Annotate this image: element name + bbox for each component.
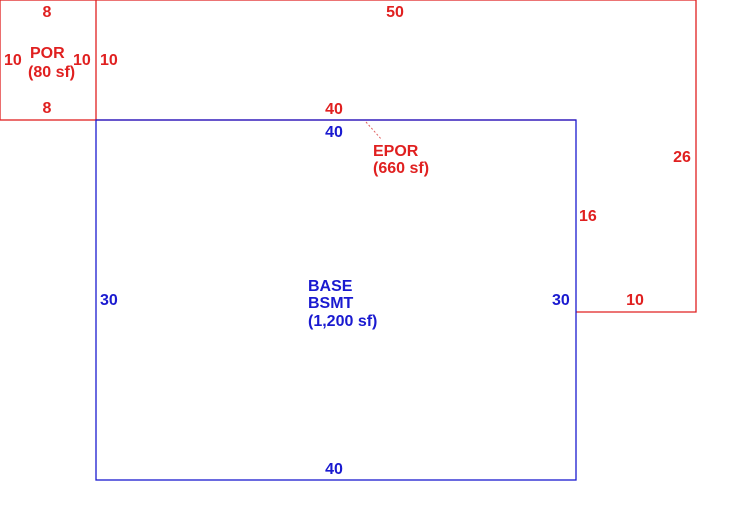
base-left-dimension: 30 bbox=[100, 292, 118, 309]
por-left-dimension: 10 bbox=[4, 52, 22, 69]
base-area-label: (1,200 sf) bbox=[308, 313, 377, 330]
por-area-label: (80 sf) bbox=[28, 64, 75, 81]
epor-outline[interactable] bbox=[96, 0, 697, 313]
base-bottom-dimension: 40 bbox=[325, 461, 343, 478]
epor-inner-top-dimension: 40 bbox=[325, 101, 343, 118]
por-code-label: POR bbox=[30, 45, 65, 62]
base-top-dimension: 40 bbox=[325, 124, 343, 141]
por-right-dimension: 10 bbox=[73, 52, 91, 69]
por-bottom-dimension: 8 bbox=[43, 100, 52, 117]
por-top-dimension: 8 bbox=[43, 4, 52, 21]
epor-right-dimension: 26 bbox=[673, 149, 691, 166]
epor-area-label: (660 sf) bbox=[373, 160, 429, 177]
epor-bottom-run-dimension: 10 bbox=[626, 292, 644, 309]
base-right-dimension: 30 bbox=[552, 292, 570, 309]
epor-inner-right-dimension: 16 bbox=[579, 208, 597, 225]
epor-code-label: EPOR bbox=[373, 143, 419, 160]
base-code-label: BASE bbox=[308, 278, 353, 295]
epor-left-dimension: 10 bbox=[100, 52, 118, 69]
epor-leader-line bbox=[365, 121, 383, 141]
por-outline[interactable] bbox=[0, 0, 97, 121]
base-subcode-label: BSMT bbox=[308, 295, 354, 312]
base-outline[interactable] bbox=[95, 119, 577, 481]
epor-top-dimension: 50 bbox=[386, 4, 404, 21]
